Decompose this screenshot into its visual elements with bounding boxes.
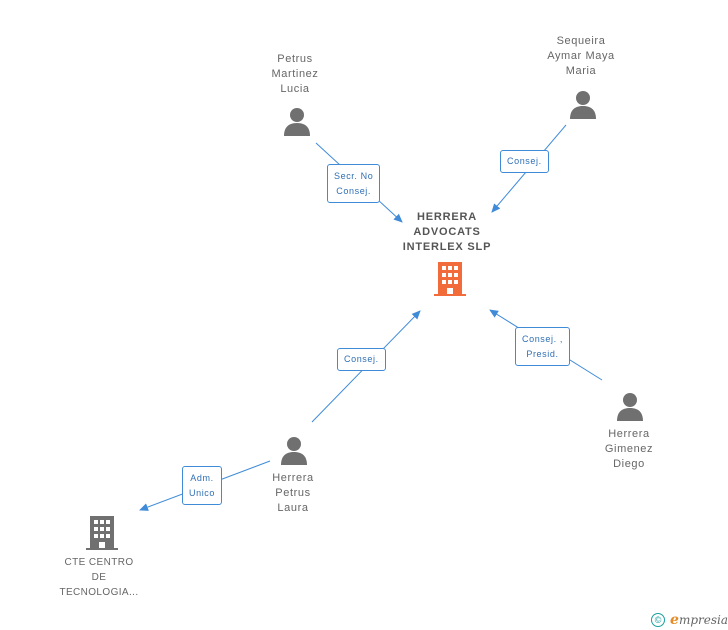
relation-label-secr-no-consej[interactable]: Secr. No Consej.	[327, 164, 381, 203]
relation-label-consej-laura[interactable]: Consej.	[337, 348, 386, 371]
brand-logo: empresia	[670, 612, 728, 628]
copyright-icon: ©	[651, 613, 666, 627]
company-label-cte-centro[interactable]: CTE CENTRO DE TECNOLOGIA...	[59, 557, 139, 598]
person-label-herrera-gimenez-diego[interactable]: Herrera Gimenez Diego	[604, 428, 654, 470]
person-label-herrera-petrus-laura[interactable]: Herrera Petrus Laura	[272, 472, 314, 514]
person-icon[interactable]	[568, 89, 598, 119]
relation-label-consej-sequeira[interactable]: Consej.	[500, 150, 549, 173]
building-icon[interactable]	[86, 516, 118, 550]
brand-footer: © empresia	[651, 612, 728, 628]
company-name[interactable]: HERRERA ADVOCATS INTERLEX SLP	[402, 211, 492, 253]
person-label-sequeira-aymar-maya-maria[interactable]: Sequeira Aymar Maya Maria	[547, 35, 615, 77]
person-icon[interactable]	[615, 391, 645, 421]
person-icon[interactable]	[279, 435, 309, 465]
person-icon[interactable]	[282, 106, 312, 136]
person-label-petrus-martinez-lucia[interactable]: Petrus Martinez Lucia	[271, 53, 319, 95]
relation-label-adm-unico[interactable]: Adm. Unico	[182, 466, 223, 505]
building-icon[interactable]	[434, 262, 466, 296]
relation-label-consej-presid[interactable]: Consej. , Presid.	[515, 327, 570, 366]
